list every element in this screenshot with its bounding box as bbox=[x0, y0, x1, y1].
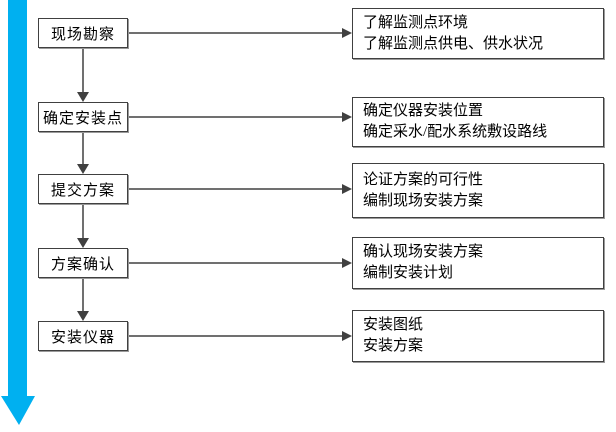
detail-line: 了解监测点供电、供水状况 bbox=[363, 35, 544, 52]
step-label: 现场勘察 bbox=[50, 26, 115, 43]
connector-right-arrow bbox=[128, 258, 352, 268]
detail-line: 编制现场安装方案 bbox=[363, 192, 484, 209]
detail-box-site-survey: 了解监测点环境 了解监测点供电、供水状况 bbox=[352, 8, 604, 59]
connector-right-arrow bbox=[128, 112, 352, 122]
step-box-install-point: 确定安装点 bbox=[38, 102, 128, 132]
connector-right-arrow bbox=[128, 331, 352, 341]
connector-right-arrow bbox=[128, 28, 352, 38]
detail-line: 确认现场安装方案 bbox=[363, 244, 484, 260]
step-label: 确定安装点 bbox=[42, 110, 123, 127]
detail-box-install-point: 确定仪器安装位置 确定采水/配水系统敷设路线 bbox=[352, 97, 604, 147]
timeline-down-arrow-icon bbox=[1, 0, 35, 425]
detail-box-submit-plan: 论证方案的可行性 编制现场安装方案 bbox=[352, 163, 604, 218]
connector-down-arrow bbox=[77, 278, 89, 321]
detail-line: 了解监测点环境 bbox=[363, 14, 469, 31]
step-label: 提交方案 bbox=[50, 182, 115, 199]
step-label: 安装仪器 bbox=[50, 329, 115, 346]
step-box-plan-confirmation: 方案确认 bbox=[38, 248, 128, 278]
connector-right-arrow bbox=[128, 184, 352, 194]
connector-down-arrow bbox=[77, 48, 89, 102]
detail-line: 确定采水/配水系统敷设路线 bbox=[363, 124, 548, 140]
connector-down-arrow bbox=[77, 132, 89, 174]
detail-line: 确定仪器安装位置 bbox=[363, 103, 484, 119]
step-box-install-instrument: 安装仪器 bbox=[38, 321, 128, 351]
detail-line: 安装方案 bbox=[363, 338, 424, 354]
detail-line: 论证方案的可行性 bbox=[363, 171, 484, 188]
step-box-submit-plan: 提交方案 bbox=[38, 174, 128, 204]
detail-box-plan-confirmation: 确认现场安装方案 编制安装计划 bbox=[352, 237, 604, 289]
detail-line: 编制安装计划 bbox=[363, 265, 454, 281]
detail-box-install-instrument: 安装图纸 安装方案 bbox=[352, 310, 604, 362]
step-label: 方案确认 bbox=[50, 256, 115, 273]
connector-down-arrow bbox=[77, 204, 89, 248]
detail-line: 安装图纸 bbox=[363, 317, 424, 333]
step-box-site-survey: 现场勘察 bbox=[38, 18, 128, 48]
